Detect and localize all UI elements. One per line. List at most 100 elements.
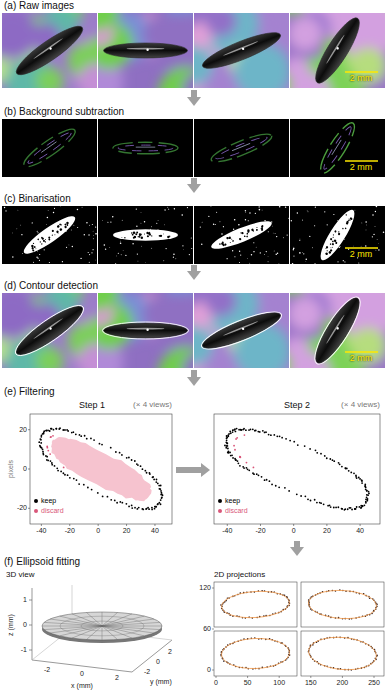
noise-dot bbox=[278, 263, 280, 264]
axis-title: z (mm) bbox=[7, 614, 15, 636]
mask-hole bbox=[325, 246, 328, 249]
filter-plot bbox=[28, 414, 172, 526]
kept-point bbox=[158, 488, 160, 490]
noise-dot bbox=[62, 261, 63, 262]
discarded-point bbox=[50, 436, 52, 438]
kept-point bbox=[157, 504, 159, 506]
noise-dot bbox=[21, 253, 23, 255]
disc-glint bbox=[242, 47, 245, 50]
mask-hole bbox=[230, 242, 231, 243]
photo-background bbox=[194, 206, 289, 264]
mask-hole bbox=[332, 247, 333, 248]
kept-point bbox=[91, 489, 93, 491]
kept-point bbox=[353, 472, 355, 474]
noise-dot bbox=[210, 206, 212, 207]
photo bbox=[194, 293, 289, 368]
mask-hole bbox=[31, 247, 34, 250]
mask-hole bbox=[219, 243, 221, 245]
noise-dot bbox=[208, 216, 209, 217]
latitude bbox=[81, 621, 123, 631]
tick-mark bbox=[126, 524, 127, 526]
noise-dot bbox=[102, 220, 104, 222]
kept-point bbox=[232, 429, 234, 431]
noise-dot bbox=[272, 225, 274, 227]
noise-dot bbox=[125, 255, 126, 256]
noise-dot bbox=[167, 206, 169, 208]
photo bbox=[98, 206, 193, 264]
ellipsoid-3d bbox=[29, 585, 172, 672]
kept-point bbox=[131, 507, 133, 509]
noise-dot bbox=[137, 260, 139, 262]
noise-dot bbox=[110, 221, 111, 222]
disc-highlight bbox=[223, 321, 259, 337]
ellipse-object bbox=[20, 211, 79, 259]
tick-mark bbox=[227, 524, 228, 526]
mask-hole bbox=[59, 223, 61, 225]
panel-title: (f) Ellipsoid fitting bbox=[4, 556, 80, 568]
photo bbox=[2, 13, 97, 88]
colour-blobs bbox=[194, 293, 289, 368]
kept-point bbox=[341, 508, 343, 510]
kept-point bbox=[53, 429, 55, 431]
plot-frame bbox=[214, 631, 297, 676]
noise-dot bbox=[165, 248, 166, 249]
tick-label: 0 bbox=[23, 465, 27, 473]
mask-hole bbox=[48, 238, 51, 241]
mask-hole bbox=[261, 229, 264, 232]
noise-dot bbox=[33, 262, 34, 263]
meridian bbox=[86, 612, 102, 626]
noise-dot bbox=[121, 219, 123, 221]
kept-point bbox=[101, 444, 103, 446]
kept-point bbox=[42, 451, 44, 453]
kept-point bbox=[365, 501, 367, 503]
noise-dot bbox=[358, 262, 359, 263]
noise-dot bbox=[376, 206, 378, 207]
mask-hole bbox=[136, 232, 138, 234]
noise-dot bbox=[259, 209, 261, 211]
kept-point bbox=[228, 452, 230, 454]
meridian bbox=[50, 626, 102, 633]
discarded-point bbox=[50, 436, 52, 438]
kept-point bbox=[160, 499, 162, 501]
legend-dot bbox=[34, 509, 38, 513]
mask-hole bbox=[64, 223, 67, 226]
noise-dot bbox=[37, 232, 38, 233]
noise-dot bbox=[293, 249, 294, 250]
kept-point bbox=[131, 504, 133, 506]
plot-frame bbox=[214, 582, 297, 627]
meridian bbox=[102, 626, 132, 638]
kept-point bbox=[344, 509, 346, 511]
panel-title: (d) Contour detection bbox=[4, 280, 98, 292]
kept-point bbox=[144, 470, 146, 472]
mask-hole bbox=[135, 233, 137, 235]
noise-dot bbox=[273, 250, 275, 252]
panel: (a) Raw images bbox=[2, 0, 386, 90]
noise-dot bbox=[92, 230, 94, 232]
kept-point bbox=[42, 433, 44, 435]
noise-dot bbox=[268, 231, 269, 232]
photo-background bbox=[194, 119, 289, 177]
text-holder: (f) Ellipsoid fitting bbox=[2, 556, 386, 568]
noise-dot bbox=[309, 236, 310, 237]
kept-point bbox=[142, 468, 144, 470]
tick-mark bbox=[29, 625, 32, 626]
kept-point bbox=[49, 430, 51, 432]
kept-point bbox=[262, 430, 264, 432]
noise-dot bbox=[95, 226, 96, 227]
tick-mark bbox=[342, 676, 343, 678]
ellipse-object bbox=[104, 43, 188, 58]
axis-title: x (mm) bbox=[71, 682, 93, 690]
panel-title: (a) Raw images bbox=[4, 0, 74, 12]
kept-point bbox=[161, 493, 163, 495]
fitted-curve bbox=[307, 635, 378, 673]
noise-dot bbox=[191, 248, 192, 249]
mask-hole bbox=[226, 237, 229, 240]
kept-point bbox=[225, 447, 227, 449]
kept-point bbox=[57, 470, 59, 472]
kept-point bbox=[75, 433, 77, 435]
noise-dot bbox=[372, 236, 373, 237]
noise-dot bbox=[95, 233, 97, 235]
kept-point bbox=[161, 497, 163, 499]
noise-dot bbox=[303, 253, 304, 254]
edge-trace bbox=[113, 142, 178, 154]
